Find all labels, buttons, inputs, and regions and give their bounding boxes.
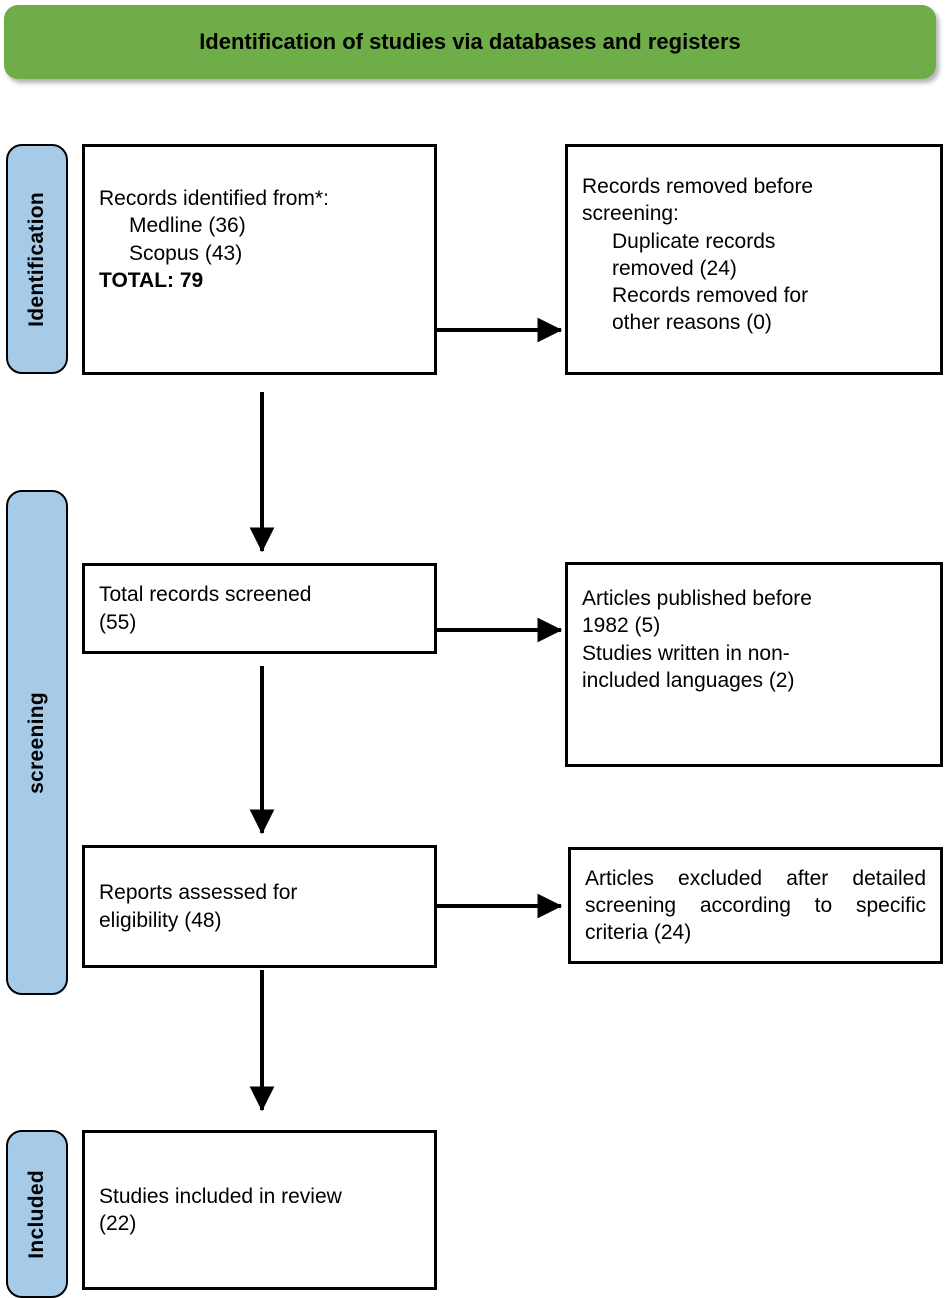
page-title: Identification of studies via databases … [199,29,741,54]
stage-label-identification: Identification [25,191,48,327]
studies-included-line-2: (22) [99,1212,137,1235]
records-identified-line-3: Scopus (43) [129,241,243,265]
stage-label-screening: screening [25,691,48,794]
records-removed-line-2: screening: [582,202,679,226]
box-records-identified: Records identified from*: Medline (36) S… [82,144,437,375]
box-records-screened: Total records screened (55) [82,563,437,654]
reports-excluded-text: Articles excluded after detailed screeni… [585,866,926,945]
records-screened-line-1: Total records screened [99,583,312,607]
records-identified-line-1: Records identified from*: [99,187,329,210]
box-studies-included: Studies included in review (22) [82,1130,437,1290]
records-excluded-line-4: included languages (2) [582,668,795,692]
stage-pill-identification: Identification [6,144,68,374]
records-removed-line-4: removed (24) [612,256,737,280]
stage-pill-screening: screening [6,490,68,995]
diagram-header-banner: Identification of studies via databases … [4,5,936,79]
records-excluded-line-3: Studies written in non- [582,641,790,665]
records-excluded-line-2: 1982 (5) [582,614,661,638]
box-records-removed: Records removed before screening: Duplic… [565,144,943,375]
records-screened-line-2: (55) [99,610,137,634]
stage-pill-included: Included [6,1130,68,1298]
records-removed-line-6: other reasons (0) [612,311,772,335]
box-reports-excluded: Articles excluded after detailed screeni… [568,847,943,964]
records-removed-line-1: Records removed before [582,175,814,198]
records-removed-line-5: Records removed for [612,284,809,308]
box-reports-assessed: Reports assessed for eligibility (48) [82,845,437,968]
records-removed-line-3: Duplicate records [612,229,776,253]
reports-assessed-line-1: Reports assessed for [99,881,298,905]
studies-included-line-1: Studies included in review [99,1184,342,1208]
stage-label-included: Included [25,1169,48,1259]
records-identified-line-2: Medline (36) [129,214,246,238]
records-identified-total: TOTAL: 79 [99,268,204,292]
reports-assessed-line-2: eligibility (48) [99,908,222,932]
records-excluded-line-1: Articles published before [582,587,812,610]
box-records-excluded-screening: Articles published before 1982 (5) Studi… [565,562,943,767]
